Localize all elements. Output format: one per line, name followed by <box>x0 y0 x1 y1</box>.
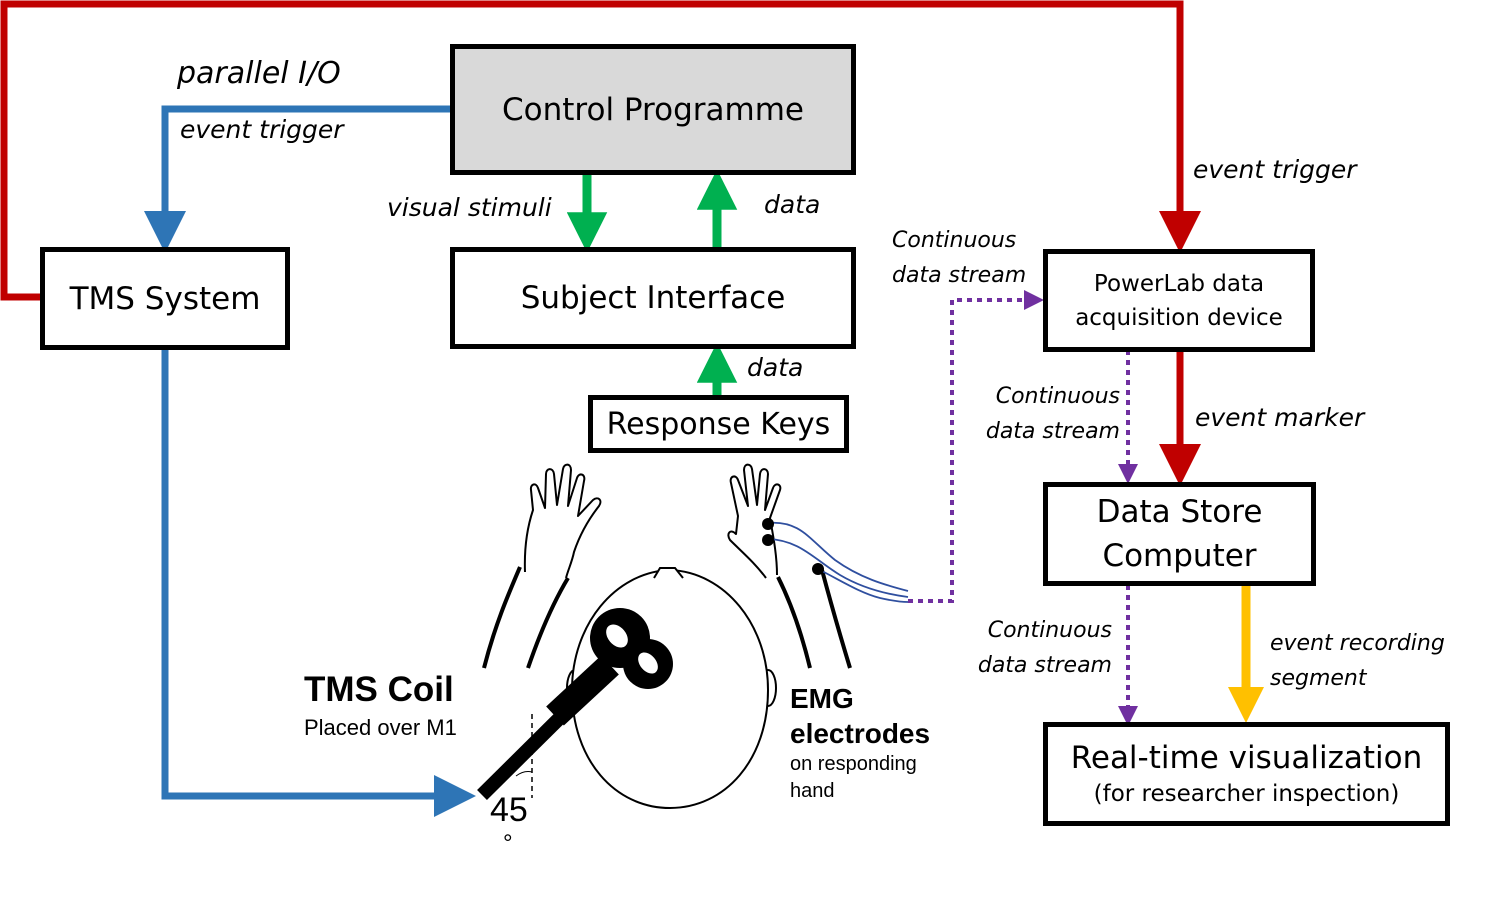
tms-coil-subtitle: Placed over M1 <box>304 715 457 740</box>
right-hand-icon <box>727 463 782 579</box>
event-trigger-left-label: event trigger <box>180 115 344 144</box>
continuous-stream-powerlab-line1: Continuous <box>995 384 1120 409</box>
event-trigger-right-label: event trigger <box>1193 155 1357 184</box>
emg-subtitle-line2: hand <box>790 780 835 802</box>
purple-emg-stream-line <box>908 290 1044 603</box>
continuous-stream-store-line1: Continuous <box>987 618 1112 643</box>
subject-interface-box: Subject Interface <box>450 247 856 349</box>
event-recording-line2: segment <box>1270 666 1367 691</box>
continuous-stream-emg-line1: Continuous <box>892 228 1017 253</box>
angle-unit-label: ° <box>503 830 513 857</box>
tms-system-box: TMS System <box>40 247 290 350</box>
data-store-label-line2: Computer <box>1102 538 1257 574</box>
emg-electrode-icon <box>812 563 824 575</box>
tms-system-label: TMS System <box>69 280 261 317</box>
emg-title-line2: electrodes <box>790 718 931 749</box>
emg-title-line1: EMG <box>790 683 854 714</box>
left-hand-icon <box>523 463 602 579</box>
data-top-label: data <box>764 190 821 219</box>
left-arm-line <box>482 566 522 669</box>
continuous-stream-powerlab-line2: data stream <box>985 419 1120 444</box>
blue-event-trigger-arrow <box>144 105 450 253</box>
event-marker-label: event marker <box>1195 403 1365 432</box>
response-keys-box: Response Keys <box>588 395 849 453</box>
data-store-computer-box: Data Store Computer <box>1043 482 1316 586</box>
emg-wires <box>767 521 909 603</box>
right-arm-line-inner <box>820 569 852 669</box>
control-programme-label: Control Programme <box>502 91 804 128</box>
emg-electrode-icon <box>762 518 774 530</box>
powerlab-label-line2: acquisition device <box>1075 304 1283 331</box>
angle-value-label: 45 <box>490 791 528 829</box>
right-arm-line <box>776 576 812 669</box>
continuous-stream-emg-label: Continuous data stream <box>892 223 1026 293</box>
continuous-stream-store-label: Continuous data stream <box>950 613 1112 683</box>
data-keys-label: data <box>747 353 804 382</box>
response-keys-label: Response Keys <box>606 406 831 442</box>
realtime-visualization-box: Real-time visualization (for researcher … <box>1043 722 1450 826</box>
tms-coil-icon <box>477 608 673 800</box>
tms-coil-title: TMS Coil <box>304 670 454 709</box>
control-programme-box: Control Programme <box>450 44 856 175</box>
event-recording-line1: event recording <box>1270 631 1445 656</box>
powerlab-label-line1: PowerLab data <box>1093 270 1265 297</box>
realtime-subtitle: (for researcher inspection) <box>1093 781 1400 807</box>
powerlab-box: PowerLab data acquisition device <box>1043 249 1315 352</box>
red-event-trigger-line <box>0 0 1201 301</box>
angle-arc <box>515 771 533 777</box>
emg-electrode-icon <box>762 534 774 546</box>
continuous-stream-powerlab-label: Continuous data stream <box>960 379 1120 449</box>
parallel-io-label: parallel I/O <box>177 56 341 91</box>
left-arm-line-inner <box>526 576 570 669</box>
subject-interface-label: Subject Interface <box>520 280 786 316</box>
blue-tms-to-coil-arrow <box>161 349 476 817</box>
emg-subtitle-line1: on responding <box>790 753 917 775</box>
realtime-title: Real-time visualization <box>1070 740 1423 776</box>
visual-stimuli-label: visual stimuli <box>387 193 552 222</box>
data-store-label-line1: Data Store <box>1096 494 1263 530</box>
event-recording-segment-label: event recording segment <box>1270 626 1445 696</box>
continuous-stream-store-line2: data stream <box>977 653 1112 678</box>
continuous-stream-emg-line2: data stream <box>892 263 1027 288</box>
